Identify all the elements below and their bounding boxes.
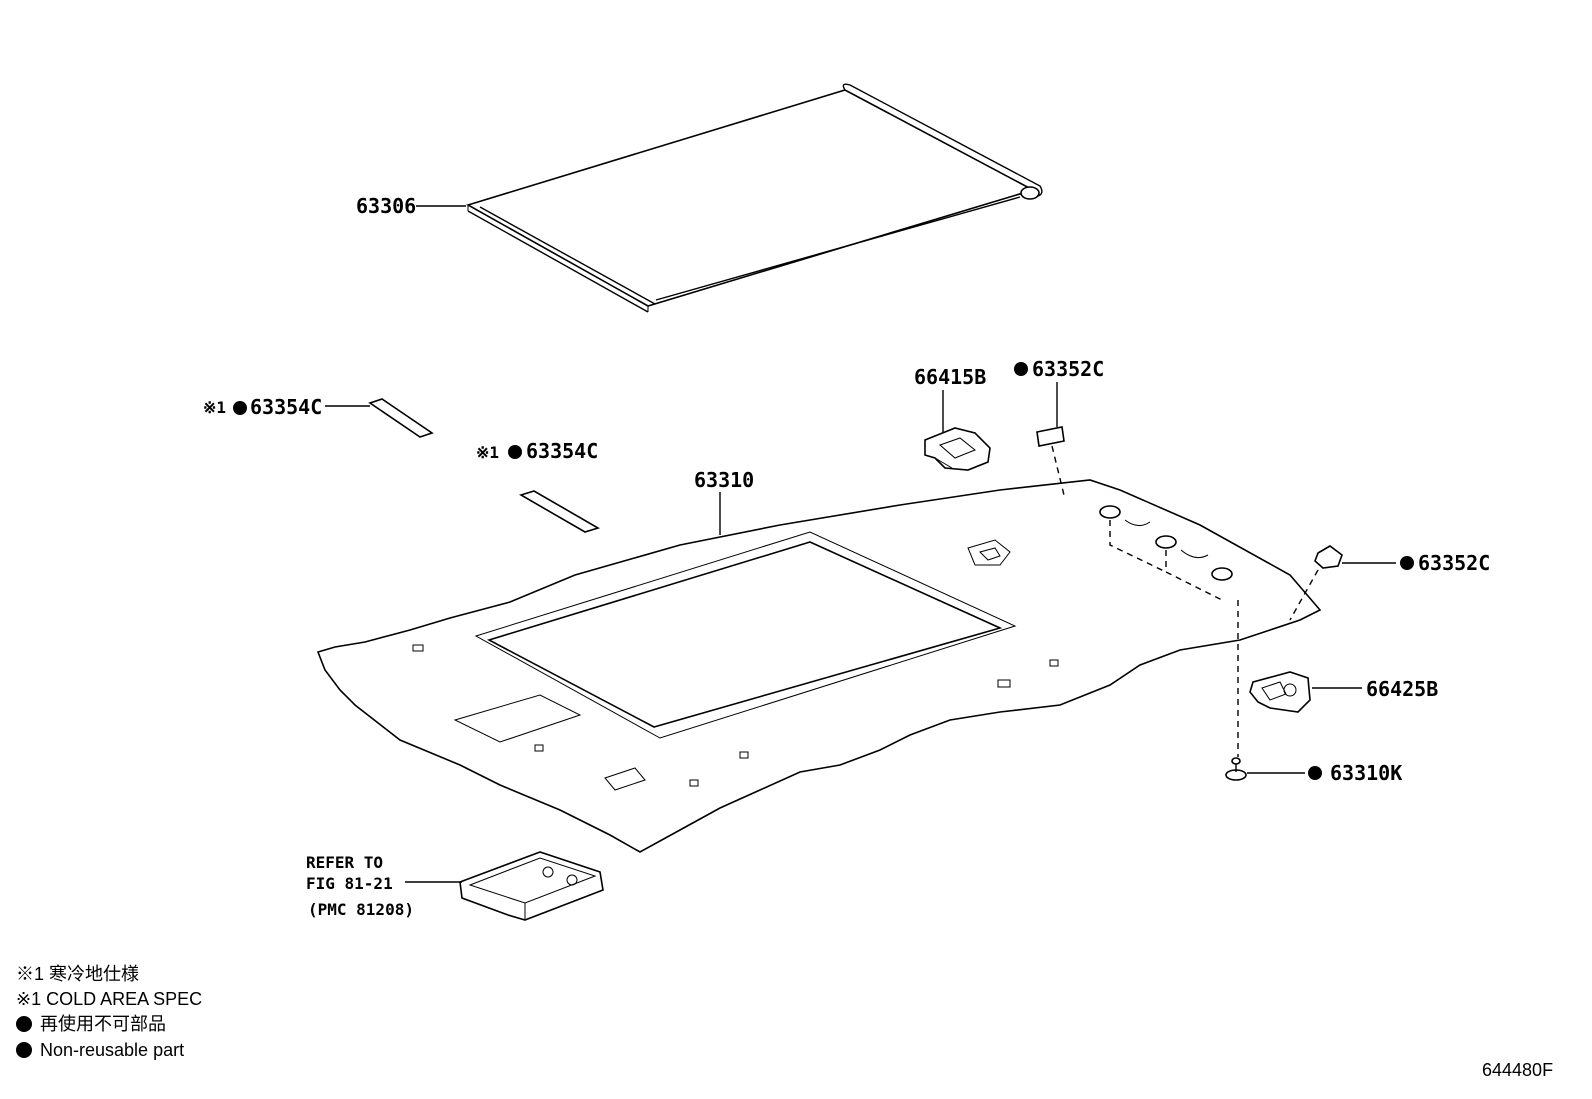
non-reusable-dot [233, 401, 247, 415]
tape-right-part [1314, 545, 1343, 569]
label-66415b: 66415B [914, 365, 986, 389]
pad-front-part [368, 398, 434, 438]
legend-dot-icon [16, 1016, 32, 1032]
label-63354c-rear: 63354C [526, 439, 598, 463]
legend-line-1: ※1 寒冷地仕様 [16, 964, 139, 984]
clip-part [1225, 757, 1247, 781]
non-reusable-dot [1400, 556, 1414, 570]
pad-rear-mark: ※1 [476, 443, 499, 462]
pad-front-mark: ※1 [203, 398, 226, 417]
label-66425b: 66425B [1366, 677, 1438, 701]
non-reusable-dot [1308, 766, 1322, 780]
label-63352c-top: 63352C [1032, 357, 1104, 381]
label-63310k: 63310K [1330, 761, 1402, 785]
non-reusable-dot [508, 445, 522, 459]
sunshade-part [465, 83, 1043, 313]
refer-line-3: (PMC 81208) [308, 900, 414, 919]
label-63354c-front: 63354C [250, 395, 322, 419]
legend-line-3: 再使用不可部品 [40, 1014, 166, 1034]
label-63352c-right: 63352C [1418, 551, 1490, 575]
legend-line-4: Non-reusable part [40, 1040, 184, 1060]
diagram-id: 644480F [1482, 1060, 1553, 1080]
tape-top-part [1036, 426, 1065, 447]
bracket-rear-part [1249, 671, 1311, 713]
legend-line-2: ※1 COLD AREA SPEC [16, 989, 202, 1009]
refer-line-2: FIG 81-21 [306, 874, 393, 893]
label-63310: 63310 [694, 468, 754, 492]
pad-rear-part [519, 490, 600, 533]
non-reusable-dot [1014, 362, 1028, 376]
bracket-front-part [924, 427, 991, 471]
label-63306: 63306 [356, 194, 416, 218]
map-lamp-part [459, 851, 604, 921]
headliner-part [316, 479, 1322, 853]
refer-line-1: REFER TO [306, 853, 383, 872]
legend-dot-icon [16, 1042, 32, 1058]
